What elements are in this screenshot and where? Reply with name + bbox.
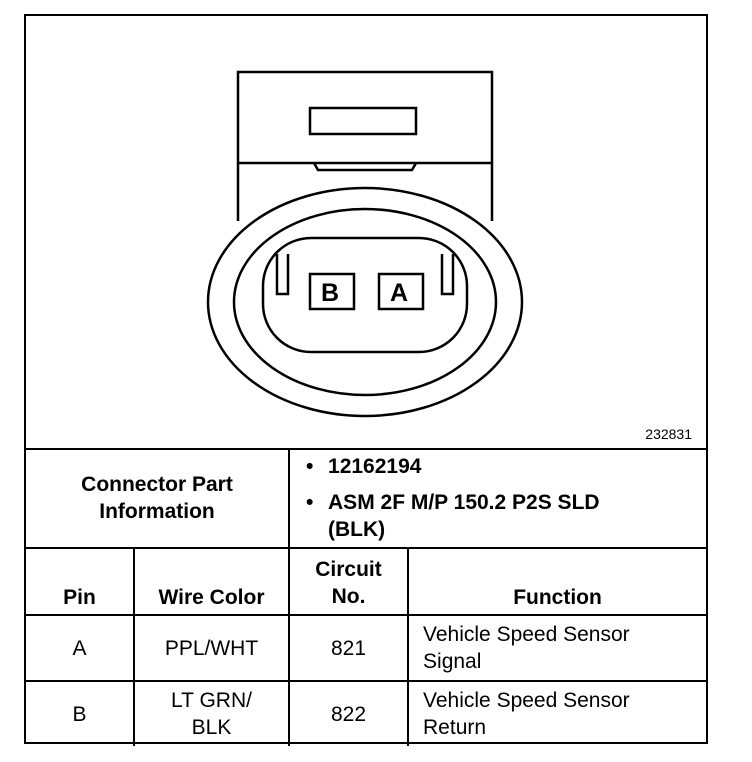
wire-color-cell: LT GRN/ BLK xyxy=(132,680,291,746)
connector-diagram: B A 232831 xyxy=(26,16,706,450)
wire-color-cell: PPL/WHT xyxy=(132,614,291,682)
figure-number: 232831 xyxy=(645,426,692,442)
pin-cell: B xyxy=(26,680,135,746)
connector-drawing xyxy=(206,70,524,418)
table-header-row: Pin Wire Color Circuit No. Function xyxy=(26,547,707,616)
header-function: Function xyxy=(407,547,707,616)
function-cell: Vehicle Speed Sensor Return xyxy=(407,680,707,746)
connector-document: B A 232831 Connector Part Information 12… xyxy=(24,14,708,746)
connector-table: Connector Part Information 12162194 ASM … xyxy=(26,448,707,746)
header-wire-color: Wire Color xyxy=(132,547,291,616)
header-circuit-no: Circuit No. xyxy=(288,547,410,616)
pin-a-label: A xyxy=(390,279,409,307)
table-row: A PPL/WHT 821 Vehicle Speed Sensor Signa… xyxy=(26,614,707,682)
function-cell: Vehicle Speed Sensor Signal xyxy=(407,614,707,682)
circuit-cell: 821 xyxy=(288,614,410,682)
circuit-cell: 822 xyxy=(288,680,410,746)
connector-info-row: Connector Part Information 12162194 ASM … xyxy=(26,448,707,549)
table-row: B LT GRN/ BLK 822 Vehicle Speed Sensor R… xyxy=(26,680,707,746)
part-number: 12162194 xyxy=(306,453,706,480)
pin-b-label: B xyxy=(321,279,340,307)
pin-cell: A xyxy=(26,614,135,682)
part-list: 12162194 ASM 2F M/P 150.2 P2S SLD (BLK) xyxy=(288,448,707,549)
connector-info-header: Connector Part Information xyxy=(26,448,291,549)
part-description: ASM 2F M/P 150.2 P2S SLD (BLK) xyxy=(306,489,608,543)
header-pin: Pin xyxy=(26,547,135,616)
